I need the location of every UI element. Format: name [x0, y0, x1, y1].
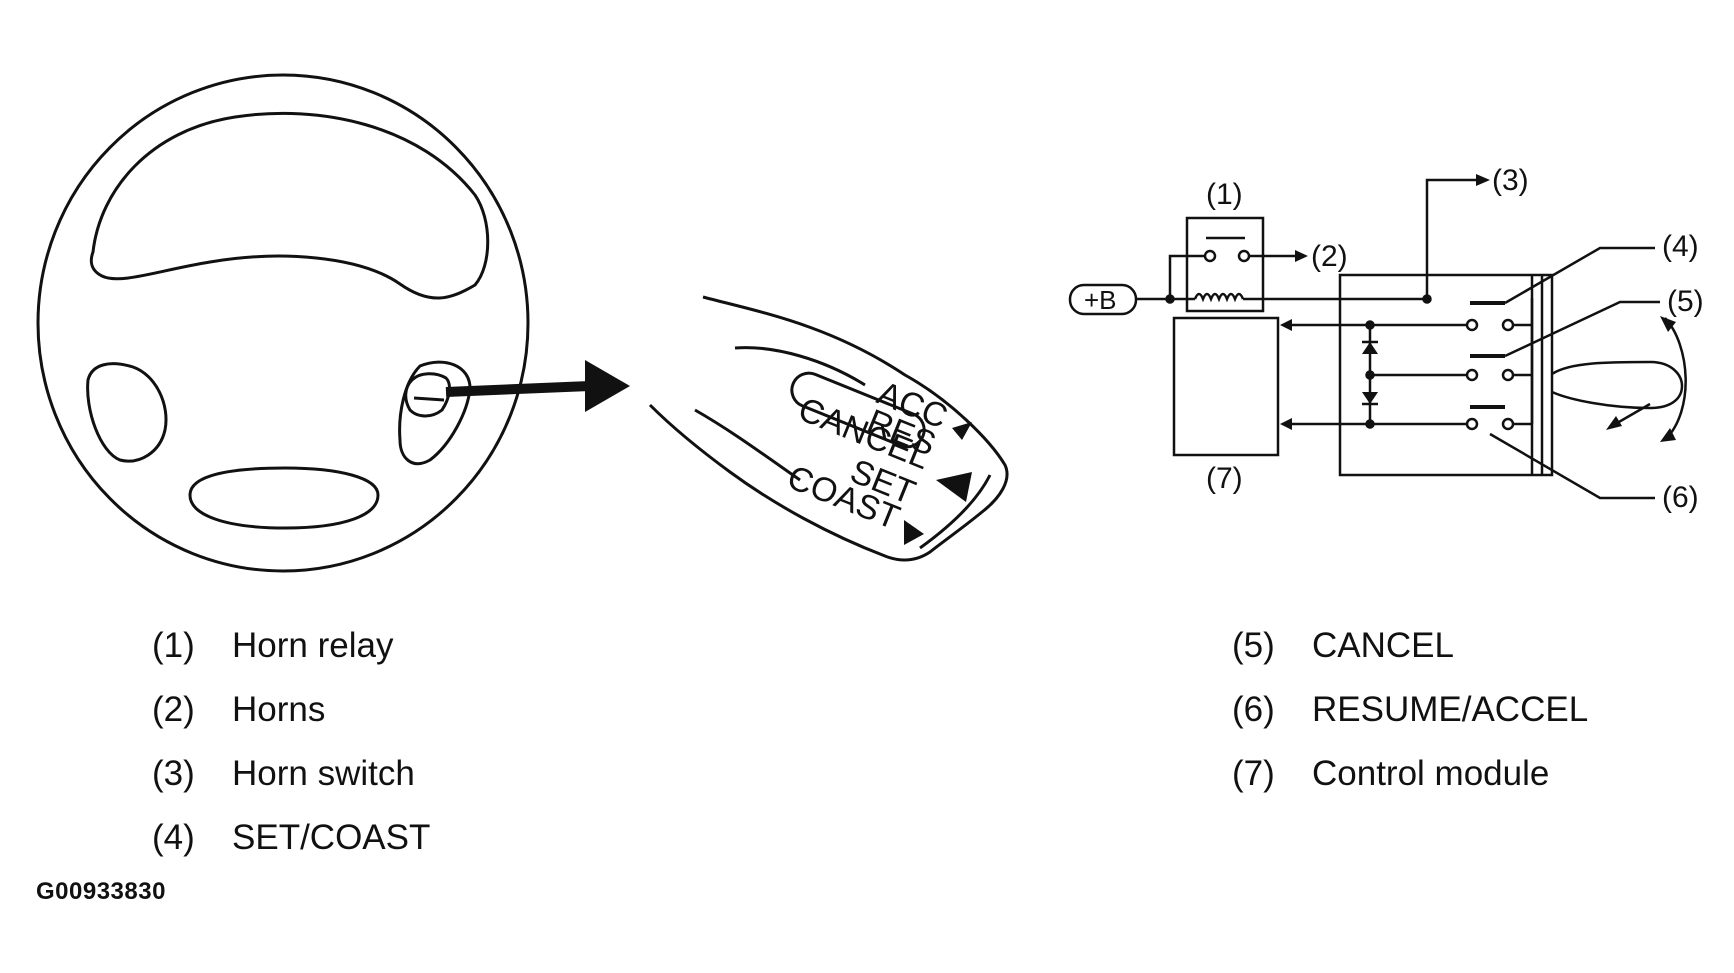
steering-wheel-left-opening — [86, 362, 168, 463]
diode-upper-icon — [1362, 342, 1378, 354]
relay-coil — [1193, 292, 1245, 303]
legend-item: (7) Control module — [1232, 742, 1588, 806]
lever-inner-line — [734, 346, 866, 387]
figure-id: G00933830 — [36, 878, 166, 905]
lever-outline — [648, 295, 1009, 562]
legend-item: (2) Horns — [152, 678, 430, 742]
callout-3: (3) — [1492, 164, 1529, 197]
schematic — [1068, 174, 1687, 500]
legend-label: Horn relay — [232, 626, 394, 665]
legend-number: (4) — [152, 818, 195, 857]
callout-6: (6) — [1662, 481, 1699, 514]
legend-item: (3) Horn switch — [152, 742, 430, 806]
schematic-labels: (1) (2) (3) (4) (5) (6) (7) +B — [1084, 164, 1704, 514]
steering-wheel — [36, 73, 530, 573]
lever-text: ACC RES CANCEL SET COAST — [782, 371, 972, 545]
legend-label: Control module — [1312, 754, 1550, 793]
callout-1: (1) — [1206, 178, 1243, 211]
set-triangle-icon — [936, 472, 972, 502]
legend-number: (7) — [1232, 754, 1275, 793]
lever-detail — [648, 295, 1009, 562]
lever-motion-arc — [1664, 317, 1687, 441]
steering-wheel-upper-opening — [89, 111, 490, 300]
callout-5: (5) — [1667, 285, 1704, 318]
lever-inner-line-2 — [694, 408, 801, 482]
legend-label: Horns — [232, 690, 326, 729]
steering-wheel-bottom-opening — [188, 466, 380, 530]
acc-triangle-icon — [952, 422, 972, 440]
legend-label: SET/COAST — [232, 818, 431, 857]
horn-relay-box — [1185, 216, 1265, 313]
legend-item: (1) Horn relay — [152, 614, 430, 678]
legend-number: (5) — [1232, 626, 1275, 665]
callout-2: (2) — [1311, 240, 1348, 273]
legend-item: (4) SET/COAST — [152, 806, 430, 870]
legend-label: RESUME/ACCEL — [1312, 690, 1589, 729]
legend-right: (5) CANCEL (6) RESUME/ACCEL (7) Control … — [1232, 614, 1588, 806]
legend-left: (1) Horn relay (2) Horns (3) Horn switch… — [152, 614, 430, 870]
legend-number: (3) — [152, 754, 195, 793]
plus-b-label: +B — [1084, 285, 1117, 315]
switch-assembly-box — [1338, 273, 1554, 477]
legend-number: (2) — [152, 690, 195, 729]
legend-item: (5) CANCEL — [1232, 614, 1588, 678]
steering-wheel-rim — [36, 73, 530, 573]
legend-item: (6) RESUME/ACCEL — [1232, 678, 1588, 742]
diode-lower-icon — [1362, 392, 1378, 404]
control-module-box — [1172, 316, 1280, 457]
lever-bottom-edge — [919, 474, 992, 550]
coast-triangle-icon — [904, 520, 924, 545]
detail-arrow — [445, 360, 630, 412]
callout-7: (7) — [1206, 462, 1243, 495]
steering-wheel-right-opening — [398, 360, 472, 466]
cruise-lever-knob — [1551, 360, 1684, 410]
legend-label: Horn switch — [232, 754, 415, 793]
legend-number: (6) — [1232, 690, 1275, 729]
legend-number: (1) — [152, 626, 195, 665]
callout-4: (4) — [1662, 230, 1699, 263]
legend-label: CANCEL — [1312, 626, 1454, 665]
cancel-button-outline — [790, 371, 926, 449]
lever-stub-knob — [404, 372, 451, 418]
lever-stub — [404, 372, 451, 418]
